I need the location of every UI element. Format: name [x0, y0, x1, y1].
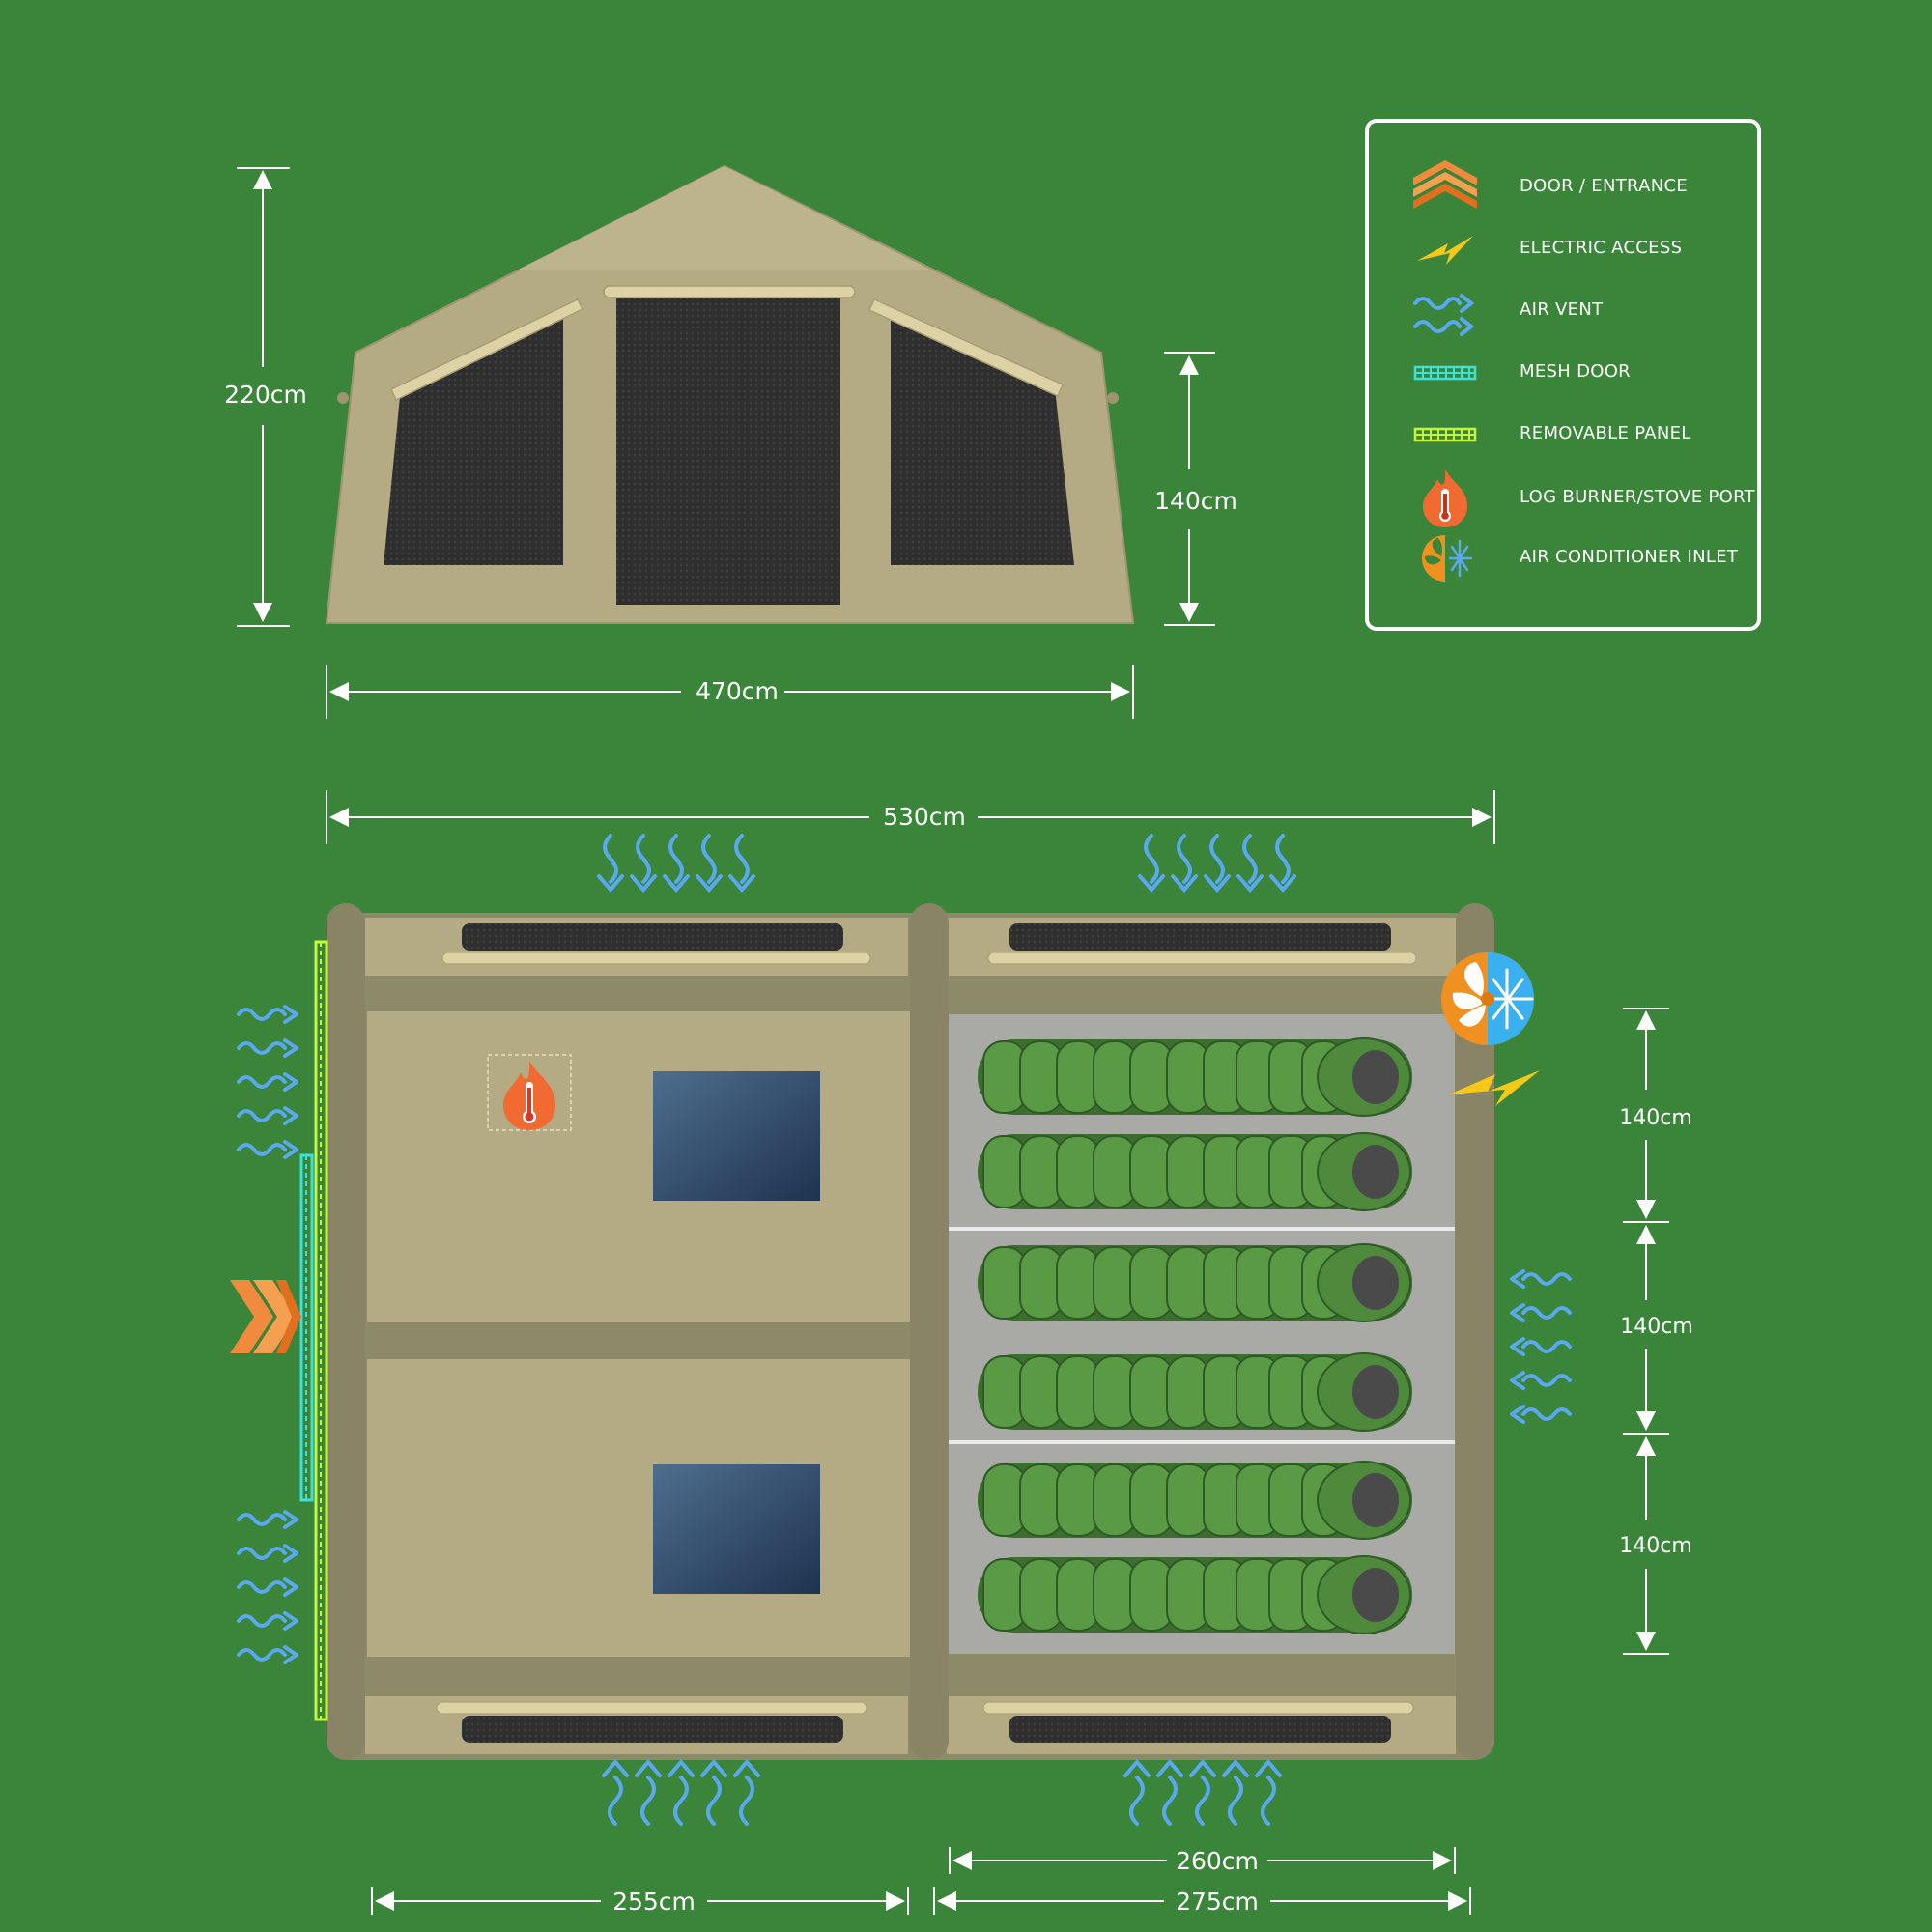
air-vents-top-left [597, 834, 755, 894]
right-inner-dimension [949, 1847, 1456, 1874]
legend-label-removable: REMOVABLE PANEL [1520, 423, 1691, 443]
legend-item-electric: ELECTRIC ACCESS [1369, 220, 1757, 278]
legend-item-airvent: AIR VENT [1369, 282, 1757, 340]
fan-snowflake-icon [1422, 535, 1473, 582]
door-entrance-icon [1413, 160, 1477, 209]
stove-port-icon [487, 1054, 572, 1131]
left-room-bottom [367, 1359, 910, 1657]
air-vents-left-lower [239, 1512, 297, 1662]
top-right-window-mesh [1009, 923, 1391, 951]
legend-label-door: DOOR / ENTRANCE [1520, 176, 1689, 196]
front-height-label: 220cm [224, 381, 307, 409]
room-depth-label-3: 140cm [1619, 1534, 1692, 1558]
roof-window-bottom [653, 1464, 820, 1594]
door-entrance-icon [230, 1280, 301, 1353]
sleeping-bag-3 [978, 1243, 1413, 1322]
right-inner-width-label: 260cm [1176, 1847, 1259, 1875]
legend: DOOR / ENTRANCE ELECTRIC ACCESS AIR VENT… [1365, 119, 1761, 631]
front-wall-height-dimension [1164, 352, 1215, 626]
front-view [325, 164, 1135, 624]
removable-panel-strip [314, 940, 328, 1721]
room-depth-label-1: 140cm [1619, 1106, 1692, 1130]
front-wall-height-label: 140cm [1154, 487, 1237, 515]
front-door-mesh [616, 298, 840, 605]
front-window-right [891, 311, 1074, 565]
air-vent-icon [1413, 294, 1475, 336]
legend-item-meshdoor: MESH DOOR [1369, 344, 1757, 402]
legend-item-removable: REMOVABLE PANEL [1369, 406, 1757, 464]
mesh-door-strip [299, 1153, 314, 1502]
mesh-door-icon [1413, 365, 1477, 381]
air-vents-left-upper [239, 1007, 297, 1157]
air-conditioner-inlet-icon [1441, 952, 1534, 1045]
right-width-dimension [933, 1887, 1471, 1915]
flame-thermometer-icon [1423, 469, 1467, 527]
sleeping-bag-2 [978, 1132, 1413, 1211]
front-width-label: 470cm [696, 677, 779, 705]
sleeping-bag-6 [978, 1555, 1413, 1634]
left-width-dimension [371, 1887, 909, 1915]
legend-label-airvent: AIR VENT [1520, 299, 1604, 320]
legend-item-burner: LOG BURNER/STOVE PORT [1369, 469, 1757, 527]
legend-label-meshdoor: MESH DOOR [1520, 361, 1631, 382]
sleeping-bag-4 [978, 1352, 1413, 1432]
roof-window-top [653, 1071, 820, 1201]
floor-length-label: 530cm [883, 803, 966, 831]
front-height-dimension [237, 167, 290, 627]
roof-shade [517, 166, 932, 270]
sleeping-area [949, 1014, 1455, 1654]
air-vents-top-right [1138, 834, 1296, 894]
front-width-dimension [326, 665, 1134, 719]
air-vents-bottom-right [1123, 1758, 1282, 1826]
air-vents-bottom-left [602, 1758, 760, 1826]
left-room-top [367, 1011, 910, 1322]
bottom-left-window-mesh [462, 1716, 843, 1743]
air-vents-right [1512, 1271, 1570, 1422]
removable-panel-icon [1413, 427, 1477, 442]
right-width-label: 275cm [1176, 1888, 1259, 1916]
floor-plan-length-dimension [326, 790, 1495, 844]
left-width-label: 255cm [612, 1888, 696, 1916]
bottom-right-window-mesh [1009, 1716, 1391, 1743]
lightning-icon [1417, 236, 1473, 265]
legend-label-burner: LOG BURNER/STOVE PORT [1520, 487, 1755, 507]
legend-label-ac: AIR CONDITIONER INLET [1520, 547, 1739, 567]
electric-access-icon [1449, 1070, 1540, 1106]
legend-label-electric: ELECTRIC ACCESS [1520, 238, 1683, 258]
floor-plan [327, 903, 1494, 1760]
room-depth-label-2: 140cm [1620, 1315, 1693, 1339]
sleeping-bag-5 [978, 1461, 1413, 1540]
legend-item-door: DOOR / ENTRANCE [1369, 158, 1757, 216]
top-left-window-mesh [462, 923, 843, 951]
legend-item-ac: AIR CONDITIONER INLET [1369, 529, 1757, 587]
sleeping-bag-1 [978, 1037, 1413, 1117]
room-depth-dimensions [1623, 1008, 1669, 1655]
